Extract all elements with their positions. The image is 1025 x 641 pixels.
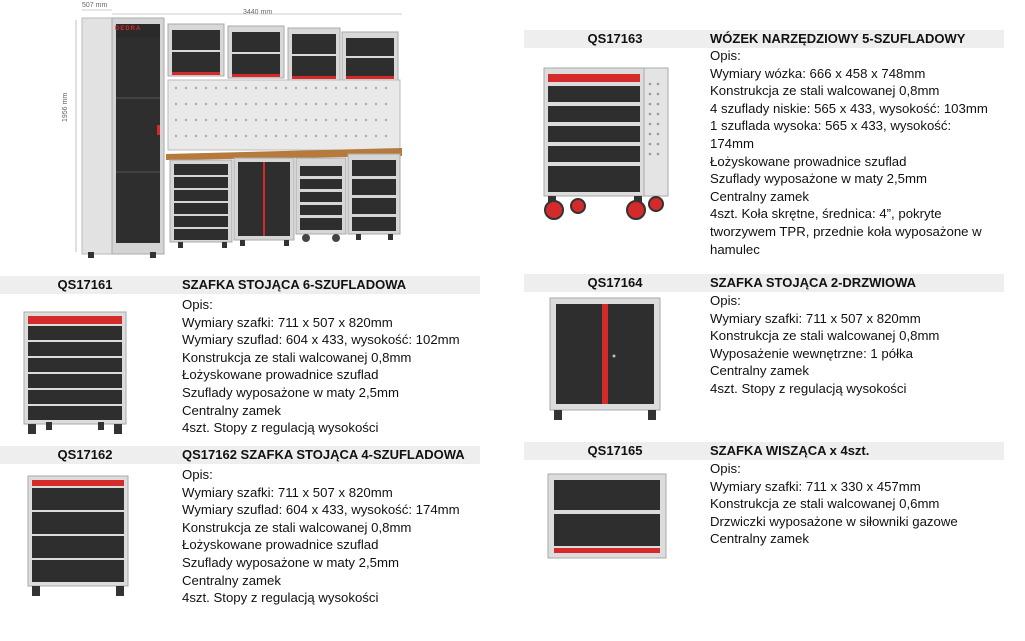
spec-line: Wymiary szuflad: 604 x 433, wysokość: 10… [182, 332, 460, 348]
workshop-set-drawing [75, 9, 402, 258]
product-title: SZAFKA STOJĄCA 2-DRZWIOWA [710, 275, 917, 290]
spec-line: Wymiary szafki: 711 x 507 x 820mm [710, 310, 921, 326]
spec-line: 4szt. Koła skrętne, średnica: 4”, pokryt… [710, 206, 982, 257]
cabinet-2-door-image [549, 297, 661, 420]
spec-line: Centralny zamek [182, 572, 281, 588]
spec-line: Szuflady wyposażone w maty 2,5mm [182, 554, 399, 570]
spec-line: Opis: [182, 297, 213, 312]
product-specs: Opis: Wymiary szafki: 711 x 330 x 457mm … [710, 460, 958, 548]
spec-line: Szuflady wyposażone w maty 2,5mm [710, 171, 927, 187]
product-header-bar [524, 274, 1004, 292]
cabinet-6-drawer-image [23, 311, 127, 434]
product-code: QS17165 [587, 443, 643, 458]
product-header-bar [0, 446, 480, 464]
spec-line: 4szt. Stopy z regulacją wysokości [710, 380, 907, 396]
spec-line: 4 szuflady niskie: 565 x 433, wysokość: … [710, 100, 988, 116]
product-specs: Opis: Wymiary szafki: 711 x 507 x 820mm … [182, 296, 460, 437]
product-header-bar [524, 442, 1004, 460]
product-specs: Opis: Wymiary szafki: 711 x 507 x 820mm … [710, 292, 939, 398]
spec-line: Wymiary szuflad: 604 x 433, wysokość: 17… [182, 502, 460, 518]
spec-line: Konstrukcja ze stali walcowanej 0,8mm [182, 349, 412, 365]
tool-trolley-image [543, 67, 669, 220]
product-title: WÓZEK NARZĘDZIOWY 5-SZUFLADOWY [710, 31, 966, 46]
spec-line: Centralny zamek [710, 531, 809, 547]
spec-line: Łożyskowane prowadnice szuflad [182, 367, 379, 383]
wall-cabinet-image [547, 473, 667, 559]
spec-line: Wymiary szafki: 711 x 507 x 820mm [182, 484, 393, 500]
spec-line: Opis: [182, 467, 213, 482]
spec-line: Konstrukcja ze stali walcowanej 0,8mm [710, 83, 940, 99]
product-header-bar [524, 30, 1004, 48]
spec-line: 1 szuflada wysoka: 565 x 433, wysokość: … [710, 118, 952, 151]
spec-line: Wymiary szafki: 711 x 507 x 820mm [182, 314, 393, 330]
product-code: QS17164 [587, 275, 643, 290]
spec-line: Szuflady wyposażone w maty 2,5mm [182, 384, 399, 400]
dimension-width: 3440 mm [243, 9, 273, 16]
spec-line: Wyposażenie wewnętrzne: 1 półka [710, 345, 913, 361]
spec-line: Konstrukcja ze stali walcowanej 0,6mm [710, 496, 940, 512]
spec-line: Opis: [710, 461, 741, 476]
spec-line: Opis: [710, 48, 741, 63]
spec-line: Wymiary szafki: 711 x 330 x 457mm [710, 478, 921, 494]
spec-line: Centralny zamek [710, 363, 809, 379]
spec-line: Łożyskowane prowadnice szuflad [182, 537, 379, 553]
product-title: SZAFKA STOJĄCA 6-SZUFLADOWA [182, 277, 407, 292]
product-header-bar [0, 276, 480, 294]
cabinet-4-drawer-image [27, 475, 129, 596]
spec-line: Drzwiczki wyposażone w siłowniki gazowe [710, 513, 958, 529]
spec-line: Łożyskowane prowadnice szuflad [710, 153, 907, 169]
product-code: QS17161 [57, 277, 113, 292]
brand-logo: DEDRA [115, 26, 142, 32]
spec-line: Opis: [710, 293, 741, 308]
product-code: QS17163 [587, 31, 643, 46]
product-code: QS17162 [57, 447, 113, 462]
spec-line: Wymiary wózka: 666 x 458 x 748mm [710, 65, 926, 81]
spec-line: Centralny zamek [182, 402, 281, 418]
product-title: QS17162 SZAFKA STOJĄCA 4-SZUFLADOWA [182, 447, 465, 462]
spec-line: 4szt. Stopy z regulacją wysokości [182, 590, 379, 606]
spec-line: 4szt. Stopy z regulacją wysokości [182, 420, 379, 436]
product-title: SZAFKA WISZĄCA x 4szt. [710, 443, 870, 458]
spec-line: Konstrukcja ze stali walcowanej 0,8mm [710, 328, 940, 344]
dimension-depth: 507 mm [82, 2, 108, 9]
spec-line: Konstrukcja ze stali walcowanej 0,8mm [182, 519, 412, 535]
spec-line: Centralny zamek [710, 188, 809, 204]
product-specs: Opis: Wymiary wózka: 666 x 458 x 748mm K… [710, 47, 1000, 258]
product-specs: Opis: Wymiary szafki: 711 x 507 x 820mm … [182, 466, 460, 607]
